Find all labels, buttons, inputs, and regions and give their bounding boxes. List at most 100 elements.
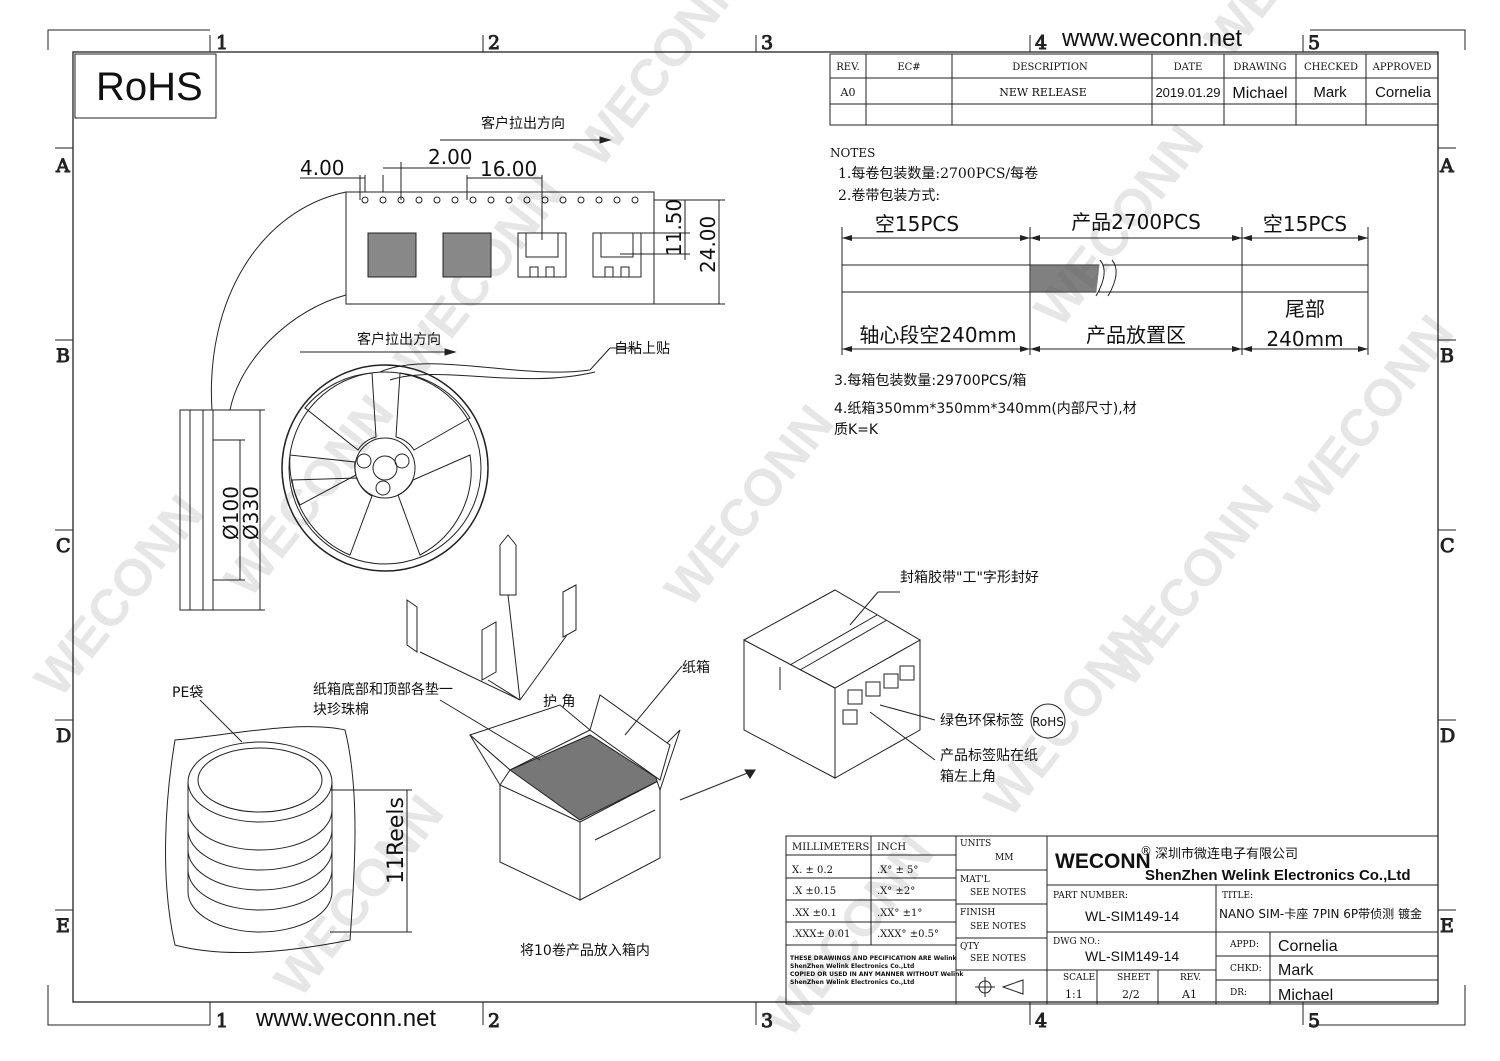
row-marker: C	[56, 535, 71, 557]
rev-label: REV.	[1180, 973, 1201, 983]
grid-markers: 1 2 3 4 5 1 2 3 4 5 A B C D E A B C D E	[55, 32, 1456, 1033]
tape-layout-diagram	[841, 227, 1369, 355]
description-value: NEW RELEASE	[999, 86, 1087, 99]
tol-mm: .XXX± 0.01	[792, 929, 850, 940]
dr-label: DR:	[1230, 988, 1247, 998]
units-label: UNITS	[960, 839, 991, 849]
note-2: 2.卷带包装方式:	[838, 188, 940, 204]
col-marker: 4	[1035, 1010, 1047, 1032]
watermark: WECONN	[564, 0, 756, 177]
product-label-line-1: 产品标签贴在纸	[940, 747, 1038, 764]
col-marker: 5	[1308, 32, 1320, 54]
approved-value: Cornelia	[1375, 84, 1432, 101]
row-marker: B	[1440, 345, 1454, 367]
corner-guard-label: 护 角	[543, 694, 575, 710]
dwg-no-label: DWG NO.:	[1053, 937, 1100, 947]
sheet-label: SHEET	[1117, 973, 1150, 983]
mm-header: MILLIMETERS	[792, 842, 869, 853]
row-marker: D	[1440, 725, 1455, 747]
empty-right-label: 空15PCS	[1263, 212, 1347, 236]
matl-label: MAT'L	[960, 875, 990, 885]
note-4b: 质K=K	[834, 422, 879, 438]
finish-value: SEE NOTES	[970, 922, 1026, 932]
qty-value: SEE NOTES	[970, 954, 1026, 964]
tol-inch: .X° ±2°	[877, 886, 915, 897]
sheet-value: 2/2	[1122, 988, 1140, 1001]
appd-value: Cornelia	[1278, 938, 1338, 955]
svg-text:ShenZhen Welink Electronics Co: ShenZhen Welink Electronics Co.,Ltd	[790, 963, 914, 970]
date-value: 2019.01.29	[1155, 85, 1220, 100]
tol-mm: X. ± 0.2	[792, 865, 833, 876]
row-marker: A	[1439, 155, 1454, 177]
svg-text:COPIED OR USED IN ANY MANNER W: COPIED OR USED IN ANY MANNER WITHOUT Wel…	[790, 971, 964, 978]
company-cn-name: 深圳市微连电子有限公司	[1155, 846, 1298, 862]
approved-header: APPROVED	[1372, 62, 1432, 73]
corner-guards	[406, 534, 577, 701]
pearl-cotton-label-1: 纸箱底部和顶部各垫一	[313, 682, 453, 698]
put-in-box-label: 将10卷产品放入箱内	[520, 943, 650, 959]
pe-bag	[165, 699, 412, 954]
title-label: TITLE:	[1222, 891, 1253, 901]
carton-label: 纸箱	[682, 660, 710, 676]
tolerance-table: MILLIMETERS INCH X. ± 0.2 .X ±0.15 .XX ±…	[792, 842, 939, 940]
reels-count-label: 11Reels	[384, 797, 409, 884]
dim-hole-pitch: 4.00	[300, 156, 345, 180]
note-1: 1.每卷包装数量:2700PCS/每卷	[838, 166, 1038, 182]
dim-tape-width: 24.00	[696, 216, 720, 273]
tol-mm: .X ±0.15	[792, 886, 836, 897]
svg-text:ShenZhen Welink Electronics Co: ShenZhen Welink Electronics Co.,Ltd	[790, 979, 914, 986]
rohs-sticker	[1030, 703, 1066, 739]
col-marker: 5	[1308, 1010, 1320, 1032]
row-marker: E	[56, 915, 70, 937]
dim-offset: 2.00	[428, 145, 473, 169]
note-4a: 4.纸箱350mm*350mm*340mm(内部尺寸),材	[834, 401, 1137, 417]
tol-inch: .X° ± 5°	[877, 865, 918, 876]
carrier-tape	[210, 136, 725, 411]
row-marker: B	[56, 345, 70, 367]
pocket-filled	[442, 232, 492, 278]
sealed-carton	[742, 589, 936, 779]
rohs-box-label: RoHS	[96, 65, 203, 109]
product-zone-label: 产品放置区	[1086, 323, 1186, 347]
tol-inch: .XXX° ±0.5°	[877, 929, 939, 940]
tail-length-label: 240mm	[1266, 327, 1343, 351]
checked-value: Mark	[1313, 84, 1347, 101]
company-logo: WECONN	[1055, 850, 1151, 873]
company-en-name: ShenZhen Welink Electronics Co.,Ltd	[1145, 867, 1411, 884]
qty-label: QTY	[960, 942, 980, 952]
product-label-line-2: 箱左上角	[940, 769, 996, 785]
appd-label: APPD:	[1229, 940, 1259, 950]
dwg-no: WL-SIM149-14	[1085, 948, 1179, 964]
dim-hub: Ø100	[219, 486, 243, 540]
col-marker: 3	[761, 1010, 773, 1032]
pe-bag-label: PE袋	[172, 685, 203, 701]
title-value: NANO SIM-卡座 7PIN 6P带侦测 镀金	[1219, 906, 1422, 921]
open-carton	[469, 694, 681, 901]
rev-value: A0	[840, 86, 856, 99]
col-marker: 1	[216, 1010, 228, 1032]
row-marker: E	[1440, 915, 1454, 937]
registered-mark: ®	[1140, 844, 1152, 858]
rohs-sticker-label: RoHS	[1032, 715, 1064, 729]
pocket-empty	[592, 232, 642, 278]
dim-pocket-pitch: 16.00	[480, 157, 537, 181]
svg-text:THESE DRAWINGS AND PECIFICATIO: THESE DRAWINGS AND PECIFICATION ARE Weli…	[790, 955, 958, 962]
notes: NOTES 1.每卷包装数量:2700PCS/每卷 2.卷带包装方式: 3.每箱…	[830, 146, 1137, 438]
pearl-cotton-label-2: 块珍珠棉	[313, 701, 369, 718]
ec-header: EC#	[897, 62, 920, 73]
product-count-label: 产品2700PCS	[1071, 210, 1201, 234]
dim-pocket-height: 11.50	[662, 199, 686, 256]
scale-value: 1:1	[1065, 988, 1083, 1001]
tol-inch: .XX° ±1°	[877, 908, 922, 919]
empty-left-label: 空15PCS	[875, 212, 959, 236]
drawing-header: DRAWING	[1233, 62, 1286, 73]
seal-tape-label: 封箱胶带"工"字形封好	[900, 569, 1039, 586]
drawing-value: Michael	[1232, 85, 1287, 102]
col-marker: 2	[488, 1010, 500, 1032]
units-value: MM	[995, 853, 1013, 863]
notes-title: NOTES	[830, 146, 875, 160]
checked-header: CHECKED	[1304, 62, 1358, 73]
website-bottom: www.weconn.net	[255, 1005, 436, 1032]
rohs-box	[74, 53, 217, 119]
